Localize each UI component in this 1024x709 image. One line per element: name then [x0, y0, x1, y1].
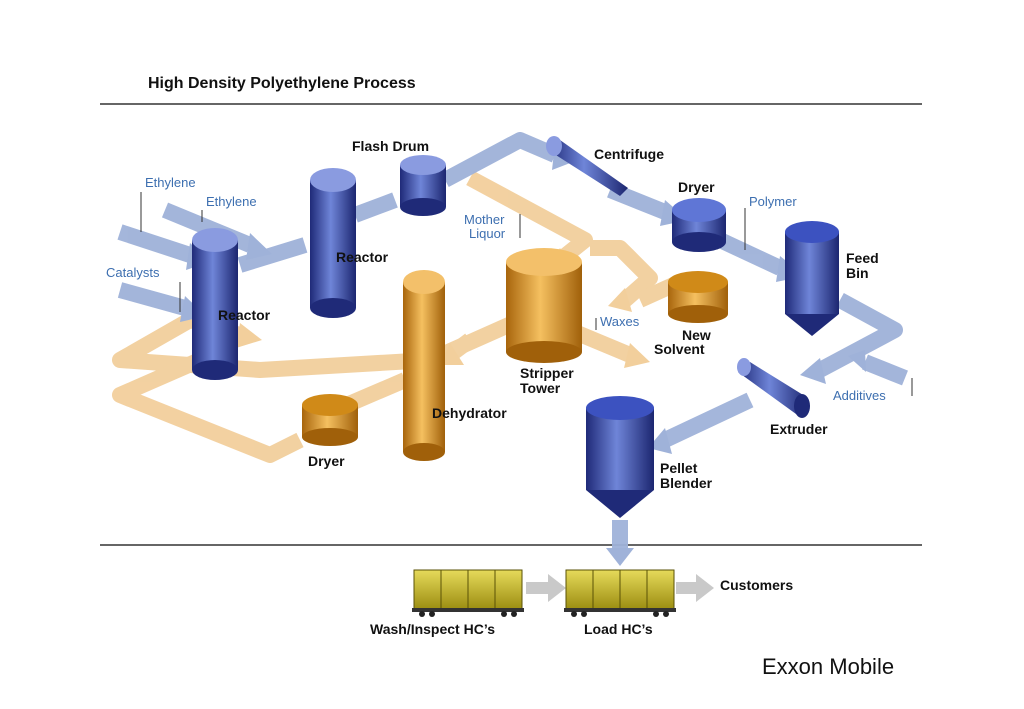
- centrifuge-vessel: [546, 136, 628, 196]
- pellet-blender-vessel: [586, 396, 654, 518]
- new-solvent-label-line2: Solvent: [654, 341, 705, 357]
- catalysts-label: Catalysts: [106, 265, 160, 280]
- railcar-arrow-1: [526, 574, 566, 602]
- reactor-2-vessel: [310, 168, 356, 318]
- load-railcars: [564, 569, 676, 617]
- dehydrator-label: Dehydrator: [432, 405, 507, 421]
- stripper-tower-label-line1: Stripper: [520, 365, 574, 381]
- feed-bin-vessel: [785, 221, 839, 336]
- mother-liquor-label-line2: Liquor: [469, 226, 506, 241]
- reactor-1-vessel: [192, 228, 238, 380]
- stripper-tower-label-line2: Tower: [520, 380, 561, 396]
- railcar-arrow-2: [676, 574, 714, 602]
- polymer-streams: [117, 132, 908, 548]
- ethylene-label-1: Ethylene: [145, 175, 196, 190]
- mother-liquor-label-line1: Mother: [464, 212, 505, 227]
- ethylene-label-2: Ethylene: [206, 194, 257, 209]
- pellet-blender-label-line1: Pellet: [660, 460, 698, 476]
- feed-bin-label-line2: Bin: [846, 265, 869, 281]
- reactor-1-label: Reactor: [218, 307, 271, 323]
- stripper-tower-vessel: [506, 248, 582, 363]
- new-solvent-vessel: [668, 271, 728, 323]
- polymer-label: Polymer: [749, 194, 797, 209]
- flash-drum-vessel: [400, 155, 446, 216]
- extruder-label: Extruder: [770, 421, 828, 437]
- dryer-top-label: Dryer: [678, 179, 715, 195]
- feed-bin-label-line1: Feed: [846, 250, 879, 266]
- diagram-title: High Density Polyethylene Process: [148, 75, 416, 92]
- label-leader-lines: [140, 192, 913, 396]
- flash-drum-label: Flash Drum: [352, 138, 429, 154]
- centrifuge-label: Centrifuge: [594, 146, 664, 162]
- source-credit: Exxon Mobile: [762, 654, 894, 679]
- load-label: Load HC’s: [584, 621, 653, 637]
- dryer-bottom-label: Dryer: [308, 453, 345, 469]
- additives-label: Additives: [833, 388, 886, 403]
- wash-inspect-railcars: [412, 569, 524, 617]
- customers-label: Customers: [720, 577, 793, 593]
- extruder-vessel: [737, 358, 810, 418]
- dehydrator-vessel: [403, 270, 445, 461]
- wash-inspect-label: Wash/Inspect HC’s: [370, 621, 495, 637]
- dryer-top-vessel: [672, 198, 726, 252]
- new-solvent-label-line1: New: [682, 327, 711, 343]
- dryer-bottom-vessel: [302, 394, 358, 446]
- waxes-label: Waxes: [600, 314, 640, 329]
- pellet-blender-label-line2: Blender: [660, 475, 713, 491]
- reactor-2-label: Reactor: [336, 249, 389, 265]
